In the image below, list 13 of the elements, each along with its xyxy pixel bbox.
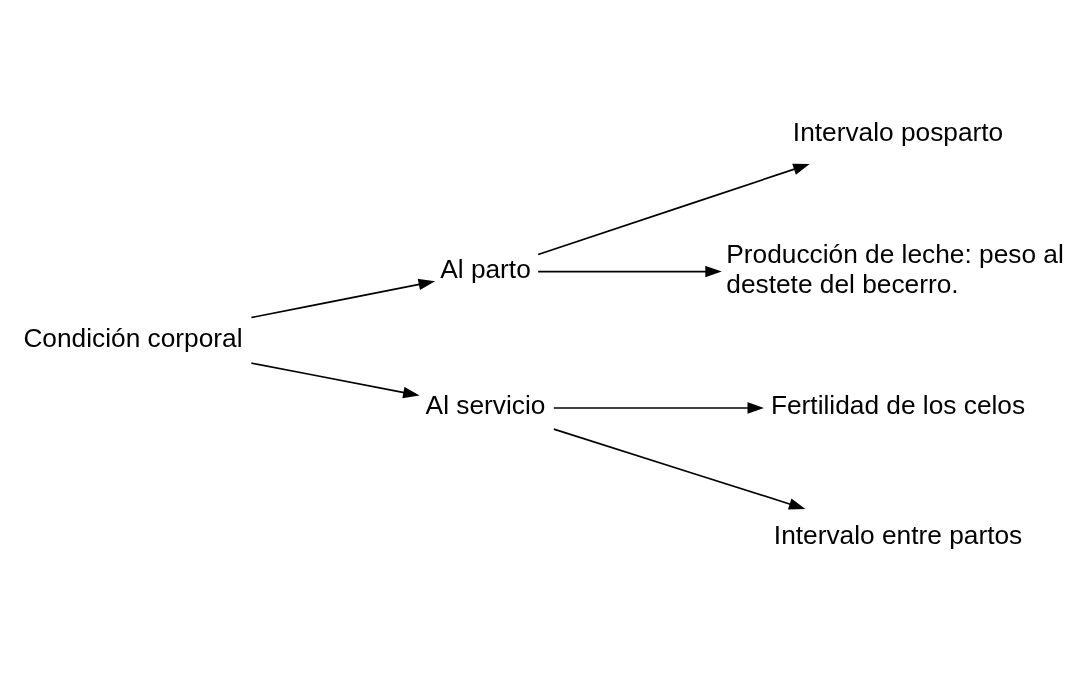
arrow: [553, 428, 806, 510]
arrow: [537, 265, 722, 278]
node-text: Fertilidad de los celos: [770, 390, 1026, 421]
node-text: Intervalo posparto: [792, 117, 1004, 148]
node-text: Al parto: [440, 253, 531, 284]
node-text: Producción de leche: peso al destete del becerro.: [726, 239, 1064, 299]
arrow: [250, 278, 435, 319]
arrow: [250, 362, 420, 399]
node-text: Al servicio: [425, 390, 546, 421]
node-text: Condición corporal: [23, 322, 243, 353]
arrow: [537, 163, 810, 256]
arrow: [553, 402, 764, 414]
node-text: Intervalo entre partos: [773, 520, 1023, 551]
